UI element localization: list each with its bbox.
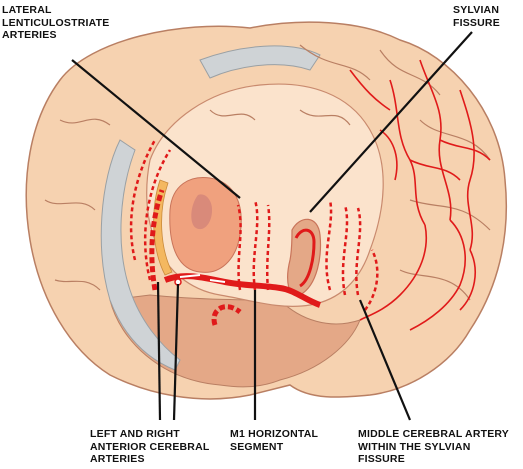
surface-arteries (349, 59, 491, 331)
gyri-lines (44, 44, 491, 301)
nucleus-core (191, 194, 213, 230)
label-lenticulostriate: LATERAL LENTICULOSTRIATE ARTERIES (2, 4, 110, 41)
cortex-band (100, 139, 181, 371)
pointer-lenticulostriate (71, 59, 241, 199)
pointer-anterior-right (172, 283, 180, 421)
pointer-sylvian (309, 31, 473, 213)
pointer-middle-cerebral (358, 299, 412, 421)
anterior-cerebral-dashes (149, 189, 242, 326)
pointer-anterior-left (156, 281, 162, 421)
sylvian-artery-loop (294, 228, 316, 288)
pointer-lines (71, 31, 473, 421)
label-anterior-cerebral: LEFT AND RIGHT ANTERIOR CEREBRAL ARTERIE… (90, 428, 210, 465)
m1-artery-highlight (179, 274, 226, 283)
lenticulostriate-dashes (129, 139, 379, 311)
label-sylvian-fissure: SYLVIAN FISSURE (453, 4, 500, 29)
label-middle-cerebral: MIDDLE CEREBRAL ARTERY WITHIN THE SYLVIA… (358, 428, 510, 465)
label-m1-segment: M1 HORIZONTAL SEGMENT (230, 428, 319, 453)
cortex-band-top (199, 45, 321, 79)
